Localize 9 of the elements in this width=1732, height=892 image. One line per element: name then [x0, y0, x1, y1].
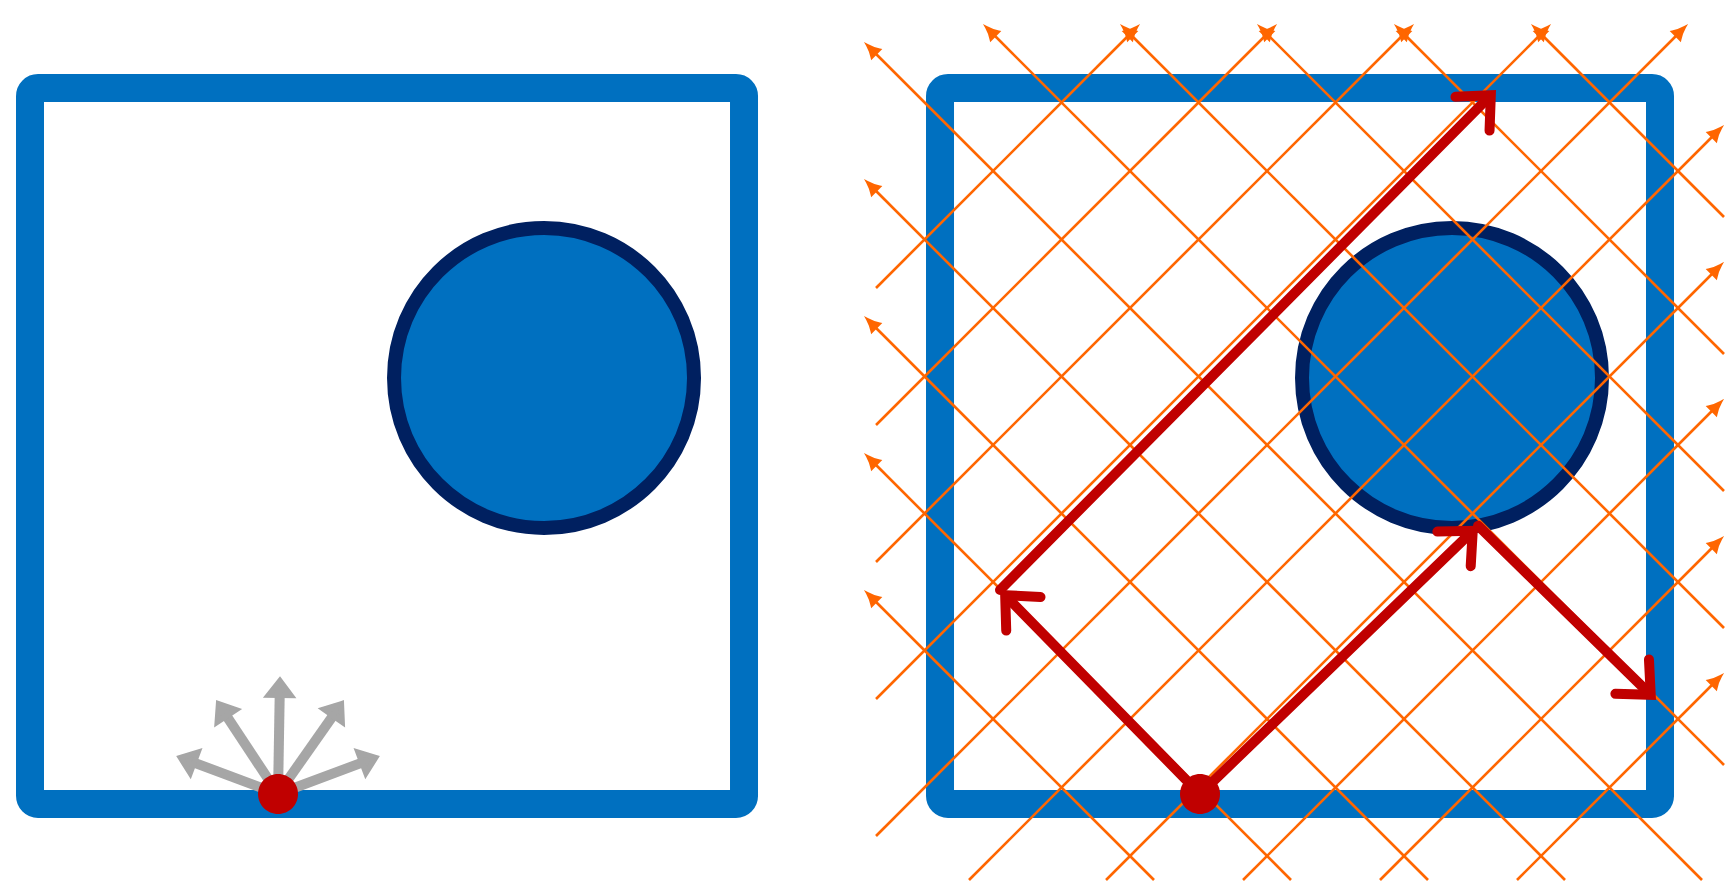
- room-box: [926, 74, 1674, 818]
- obstacle-circle: [1295, 221, 1609, 535]
- ray-arrow: [1209, 525, 1479, 786]
- source-dot: [258, 773, 298, 814]
- ray-arrow: [1000, 589, 1191, 785]
- source-dot: [1180, 773, 1220, 814]
- room-box: [16, 74, 758, 818]
- obstacle-circle: [387, 221, 701, 535]
- ray-arrow: [1473, 520, 1656, 700]
